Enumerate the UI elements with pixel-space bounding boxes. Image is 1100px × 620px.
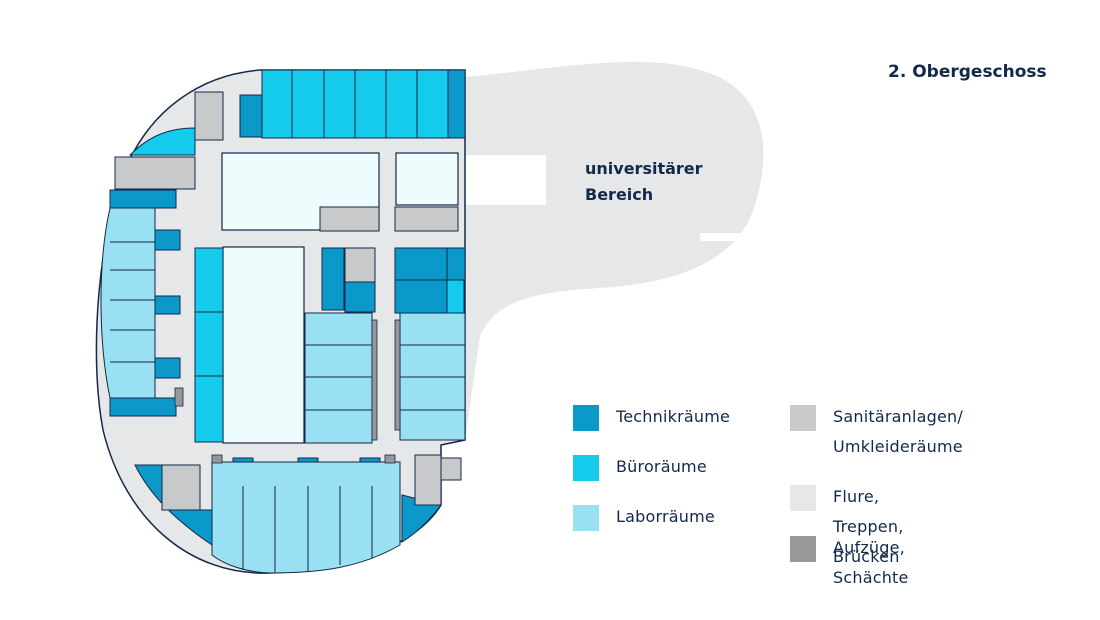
- legend-item-office: Büroräume: [573, 455, 707, 482]
- lab-room-dividers: [110, 241, 465, 573]
- legend-item-technical: Technikräume: [573, 405, 730, 432]
- office-room-west: [128, 127, 196, 156]
- legend-swatch-lab: [573, 505, 599, 531]
- legend-label-lab: Laborräume: [616, 507, 715, 526]
- legend-label-sanitary-line1: Sanitäranlagen/: [833, 407, 963, 426]
- legend-item-corridors: Flure, Treppen, Brücken: [790, 485, 903, 572]
- legend-swatch-technical: [573, 405, 599, 431]
- legend-swatch-corridors: [790, 485, 816, 511]
- office-rooms-north: [194, 69, 465, 443]
- elevators-shafts: [174, 319, 401, 464]
- university-area: [440, 61, 764, 441]
- legend-label-technical: Technikräume: [616, 407, 731, 426]
- legend-label-sanitary: Sanitäranlagen/ Umkleideräume: [833, 402, 963, 462]
- legend-item-sanitary: Sanitäranlagen/ Umkleideräume: [790, 405, 963, 462]
- university-area-label: universitärer Bereich: [585, 156, 703, 208]
- university-area-label-line2: Bereich: [585, 185, 654, 204]
- university-area-notch: [464, 155, 546, 205]
- floor-title: 2. Obergeschoss: [888, 62, 1047, 82]
- university-area-bridge: [700, 233, 740, 241]
- legend-label-sanitary-line2: Umkleideräume: [833, 437, 963, 456]
- legend-swatch-sanitary: [790, 405, 816, 431]
- legend-label-corridors: Flure, Treppen, Brücken: [833, 487, 904, 566]
- sanitary-rooms: [114, 91, 462, 511]
- legend-label-elevators: Aufzüge, Schächte: [833, 538, 909, 587]
- legend-label-office: Büroräume: [616, 457, 707, 476]
- legend-swatch-elevators: [790, 536, 816, 562]
- legend-item-elevators: Aufzüge, Schächte: [790, 536, 909, 593]
- university-area-label-line1: universitärer: [585, 159, 703, 178]
- legend-item-lab: Laborräume: [573, 505, 715, 532]
- legend-swatch-office: [573, 455, 599, 481]
